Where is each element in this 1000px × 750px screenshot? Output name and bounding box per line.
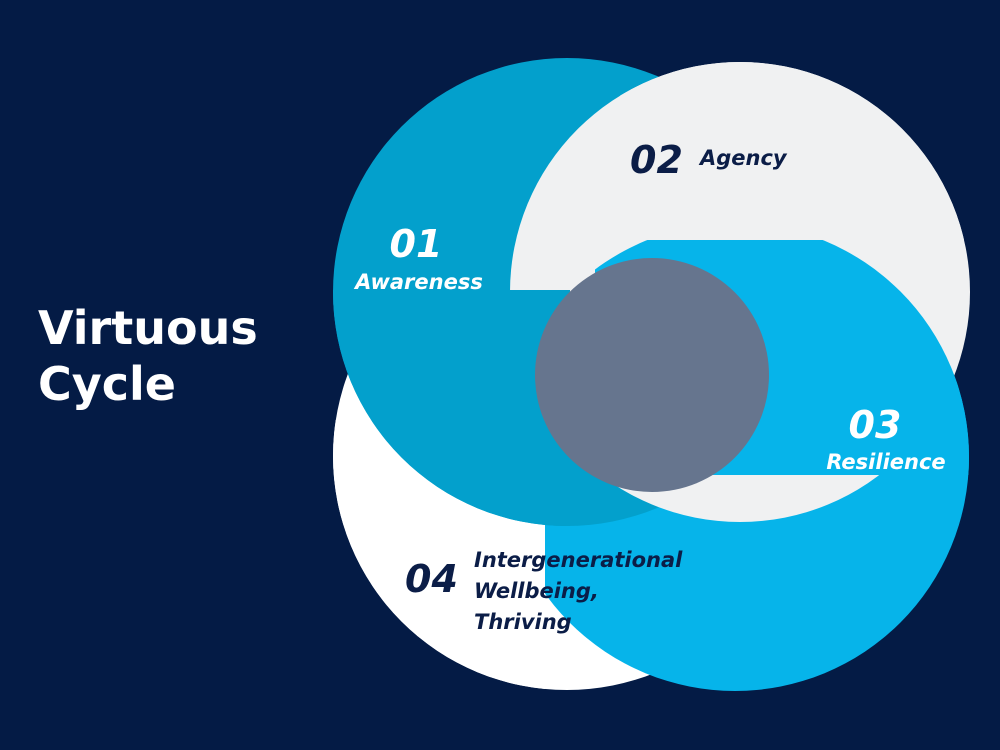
step-4-number: 04 — [405, 557, 458, 601]
step-1-overlap — [333, 290, 570, 526]
step-4-label-line-2: Wellbeing, — [474, 579, 599, 603]
step-3-label: Resilience — [826, 450, 945, 474]
step-4-label-line-1: Intergenerational — [474, 548, 683, 572]
step-2-overlap — [620, 62, 965, 240]
step-2-label: Agency — [698, 146, 788, 170]
center-circle — [535, 258, 769, 492]
step-2-number: 02 — [630, 138, 683, 182]
slide-title: Virtuous Cycle — [38, 300, 258, 412]
step-1-label: Awareness — [353, 270, 483, 294]
title-line-2: Cycle — [38, 357, 176, 411]
step-4-label-line-3: Thriving — [474, 610, 572, 634]
step-1-number: 01 — [390, 222, 443, 266]
title-line-1: Virtuous — [38, 301, 258, 355]
step-3-number: 03 — [849, 403, 902, 447]
